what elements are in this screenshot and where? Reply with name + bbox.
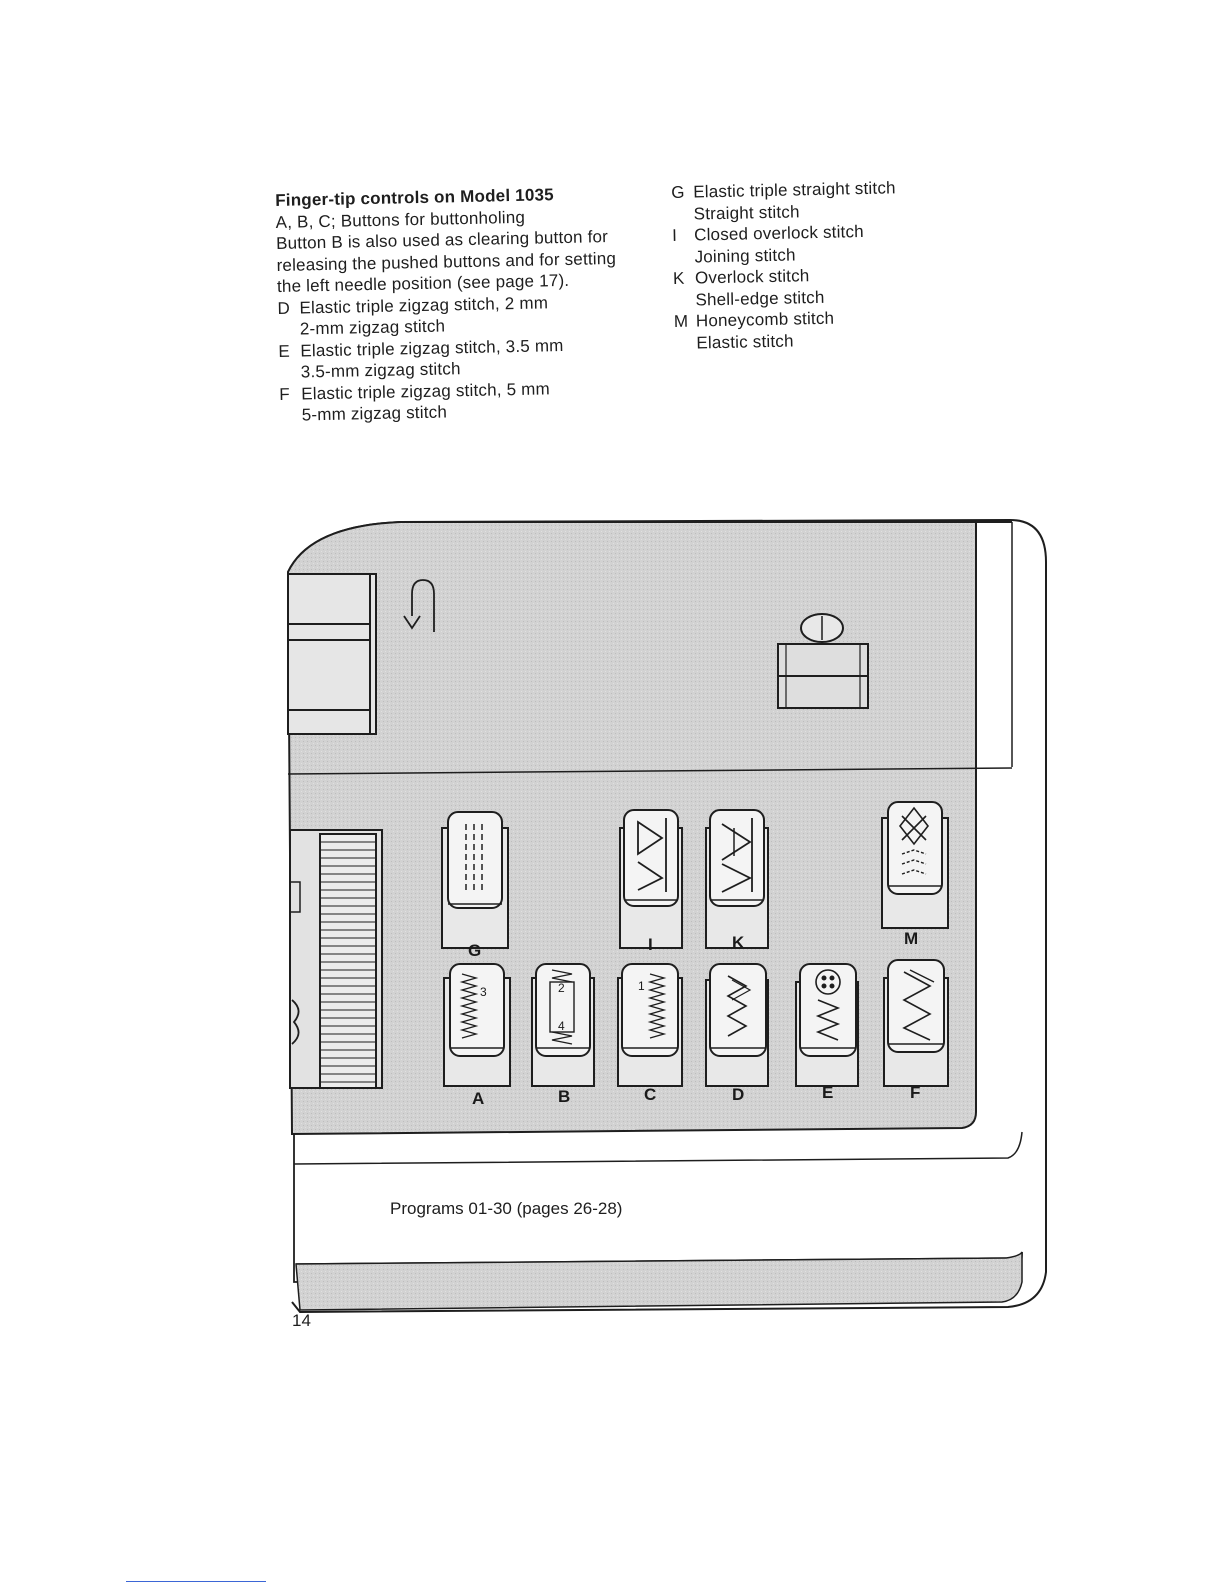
label-c: C [644,1085,656,1104]
item-primary: Closed overlock stitch [693,221,865,245]
button-k [705,809,769,949]
item-letter: F [279,384,291,404]
item-primary: Elastic triple straight stitch [693,178,896,202]
control-panel-drawing: 3 2 4 1 G I K M A B C D E F [286,518,1047,1314]
item-letter: M [673,311,689,331]
label-m: M [904,929,918,948]
item-primary: Honeycomb stitch [695,308,835,331]
button-b-marking-top: 2 [558,981,565,995]
item-primary: Elastic triple zigzag stitch, 2 mm [299,292,549,318]
button-e [795,963,859,1087]
left-text-column: Finger-tip controls on Model 1035 A, B, … [275,182,660,426]
button-a-marking: 3 [480,985,487,999]
item-letter: I [671,225,678,245]
item-primary: Overlock stitch [694,266,810,288]
item-primary: Elastic triple zigzag stitch, 3.5 mm [300,335,564,361]
button-d [705,963,769,1087]
control-panel-illustration: 3 2 4 1 G I K M A B C D E F [270,512,1070,1320]
label-g: G [468,941,481,960]
item-primary: Elastic triple zigzag stitch, 5 mm [301,378,551,403]
button-m [881,801,949,929]
programs-caption: Programs 01-30 (pages 26-28) [390,1199,623,1218]
button-b-marking-bottom: 4 [558,1019,565,1033]
item-letter: G [671,182,685,202]
button-i [619,809,683,949]
label-i: I [648,935,653,954]
item-letter: E [278,341,291,361]
button-c-marking: 1 [638,979,645,993]
label-k: K [732,933,745,952]
button-b [531,963,595,1087]
button-c [617,963,683,1087]
scan-edge-line [126,1581,266,1582]
button-f [883,959,949,1087]
page-number: 14 [292,1311,311,1330]
item-letter: K [672,268,685,288]
label-d: D [732,1085,744,1104]
button-g [441,811,509,949]
item-letter: D [277,298,291,318]
label-b: B [558,1087,570,1106]
button-a [443,963,511,1087]
label-f: F [910,1083,920,1102]
label-e: E [822,1083,833,1102]
label-a: A [472,1089,484,1108]
